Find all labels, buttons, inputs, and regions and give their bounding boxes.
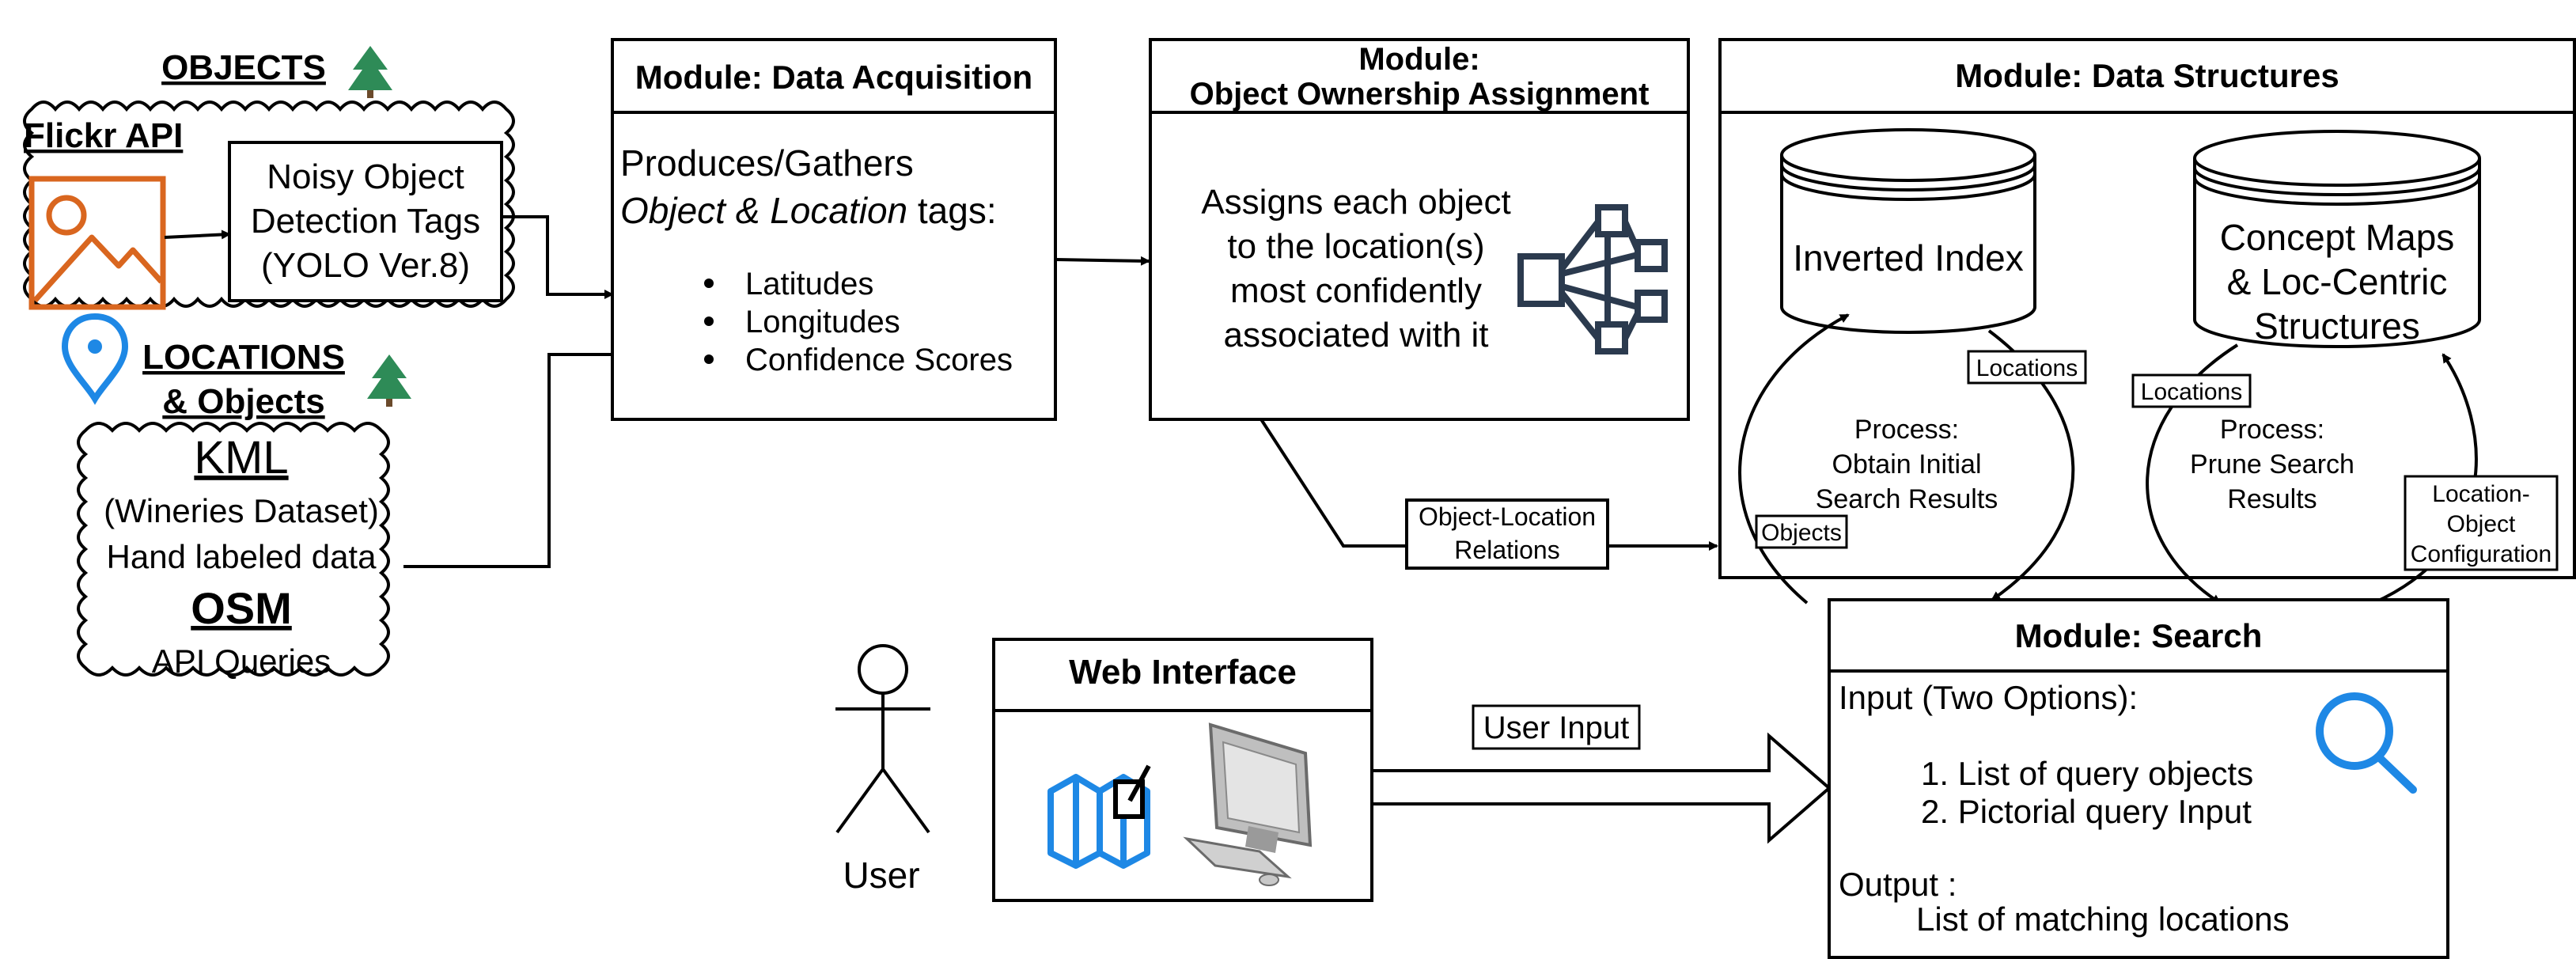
detector-line-2: Detection Tags [251, 202, 480, 241]
bullet-dot [704, 279, 714, 288]
user-label: User [843, 855, 919, 896]
relations-label-box [1405, 498, 1609, 570]
user-input-label-box [1472, 704, 1641, 750]
photo-icon [28, 176, 166, 310]
relations-line-1: Object-Location [1419, 502, 1596, 531]
web-interface-title: Web Interface [1069, 653, 1297, 692]
objects-to-acquisition-arrow [502, 215, 614, 299]
computer-icon [1183, 722, 1313, 886]
tree-icon [367, 354, 411, 407]
person-icon [835, 644, 930, 834]
acquisition-bullet-1: Latitudes [745, 267, 873, 301]
acquisition-tags-em: Object & Location [620, 190, 907, 231]
ownership-body-1: Assigns each object [1201, 183, 1510, 222]
ownership-module [1149, 38, 1690, 421]
locations-to-acquisition-arrow [403, 350, 642, 568]
location-pin-icon [61, 313, 129, 405]
acquisition-title: Module: Data Acquisition [635, 59, 1032, 96]
magnifier-icon [2316, 692, 2417, 794]
locations-tag [1967, 350, 2087, 385]
search-option-1: 1. List of query objects [1921, 755, 2253, 792]
map-icon [1047, 764, 1151, 869]
detector-line-1: Noisy Object [267, 157, 464, 196]
bullet-dot [704, 354, 714, 364]
search-output-heading: Output : [1839, 866, 1957, 903]
tree-icon [348, 46, 392, 98]
locations-heading-line1: LOCATIONS [142, 338, 345, 377]
config-line-2: Object [2447, 511, 2516, 537]
process1-line-3: Search Results [1816, 484, 1998, 514]
user-input-arrow [1370, 732, 1832, 844]
locations-tag-text: Locations [1976, 355, 2078, 381]
locations-tag [2131, 373, 2252, 408]
locations-heading-line2: & Objects [162, 382, 324, 421]
bullet-dot [704, 317, 714, 326]
concept-line-2: & Loc-Centric [2227, 261, 2448, 302]
acquisition-to-ownership-arrow [1055, 256, 1150, 266]
kml-note: Hand labeled data [107, 538, 377, 575]
osm-label: OSM [191, 583, 292, 633]
objects-tag-text: Objects [1761, 520, 1842, 546]
configuration-tag [2404, 475, 2559, 571]
concept-line-1: Concept Maps [2220, 217, 2455, 258]
locations-tag-text-2: Locations [2141, 379, 2242, 405]
search-title: Module: Search [2015, 617, 2263, 654]
objects-flow-arrow [1738, 313, 1850, 605]
process2-line-1: Process: [2220, 415, 2324, 445]
search-output-value: List of matching locations [1916, 900, 2290, 938]
acquisition-bullet-2: Longitudes [745, 305, 900, 339]
process1-line-1: Process: [1854, 415, 1959, 445]
ownership-body-4: associated with it [1223, 316, 1488, 354]
search-input-heading: Input (Two Options): [1839, 679, 2138, 716]
osm-note: API Queries [152, 642, 331, 680]
database-icon [2193, 130, 2481, 348]
process1-line-2: Obtain Initial [1832, 449, 1982, 480]
kml-dataset: (Wineries Dataset) [104, 492, 379, 529]
detector-line-3: (YOLO Ver.8) [261, 246, 470, 285]
flickr-api-label: Flickr API [24, 116, 183, 155]
process2-line-3: Results [2227, 484, 2317, 514]
ownership-title-line2: Object Ownership Assignment [1190, 77, 1650, 112]
database-icon [1780, 128, 2036, 334]
acquisition-tags-rest: tags: [907, 190, 997, 231]
inverted-index-label: Inverted Index [1793, 237, 2024, 279]
detector-box [228, 141, 503, 302]
locations-cloud-frame [77, 422, 390, 677]
acquisition-tags-line: Object & Location tags: [620, 190, 997, 231]
relations-line-2: Relations [1454, 536, 1559, 564]
acquisition-bullet-3: Confidence Scores [745, 343, 1013, 377]
acquisition-module [611, 38, 1057, 421]
user-input-label: User Input [1483, 711, 1630, 745]
kml-label: KML [194, 432, 288, 483]
search-option-2: 2. Pictorial query Input [1921, 793, 2252, 830]
ownership-title-line1: Module: [1358, 42, 1479, 77]
objects-heading: OBJECTS [161, 48, 326, 87]
ownership-body-2: to the location(s) [1227, 227, 1484, 266]
network-icon [1517, 204, 1668, 354]
flickr-to-detector-arrow [164, 229, 231, 240]
config-line-3: Configuration [2411, 541, 2551, 567]
config-line-1: Location- [2432, 481, 2529, 507]
acquisition-intro: Produces/Gathers [620, 142, 914, 184]
concept-line-3: Structures [2254, 305, 2420, 347]
ownership-body-3: most confidently [1230, 271, 1482, 310]
structures-title: Module: Data Structures [1955, 57, 2339, 94]
objects-tag [1755, 514, 1848, 549]
process2-line-2: Prune Search [2190, 449, 2354, 480]
search-module [1828, 598, 2449, 959]
